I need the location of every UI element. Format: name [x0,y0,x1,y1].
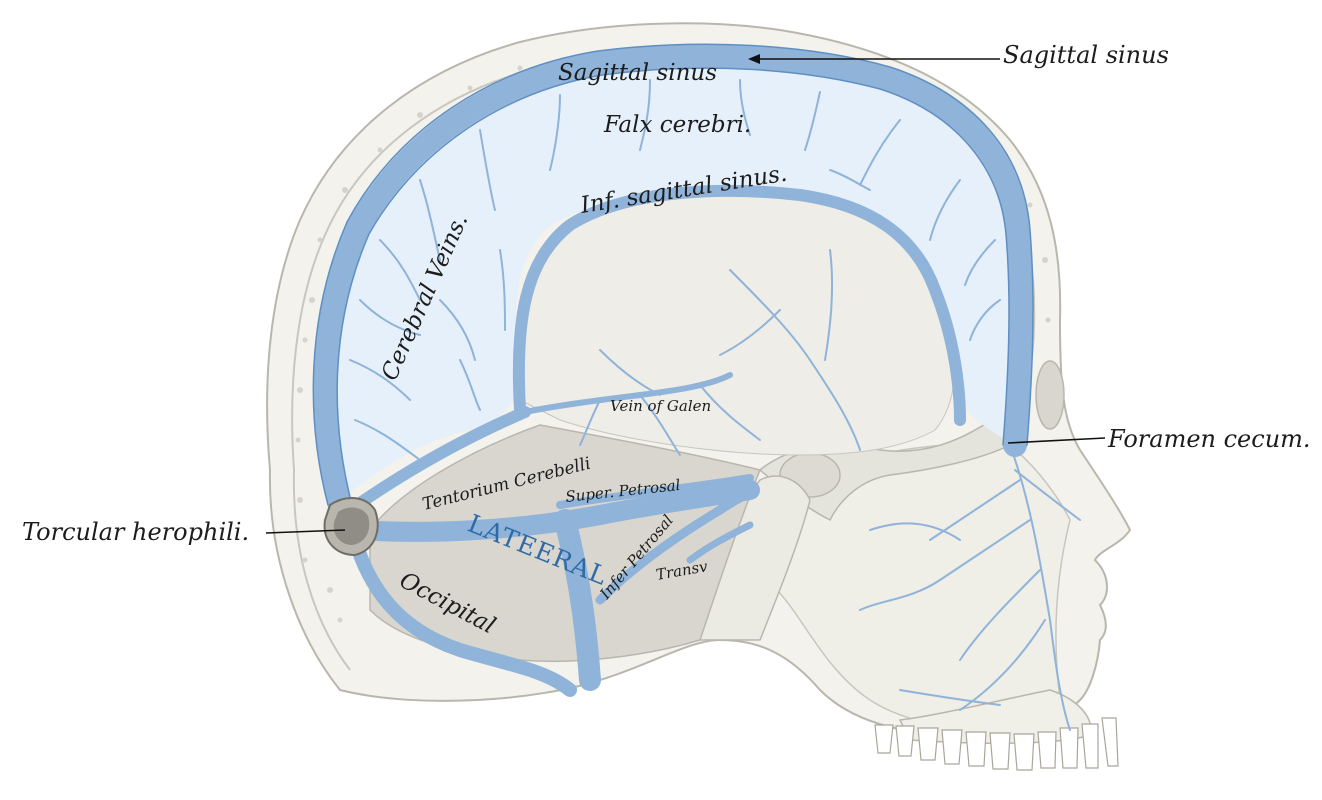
sagittal-sinus-arrowhead [748,54,760,64]
teeth [874,717,1119,771]
occipital-sinus [348,533,577,697]
lateral-sinus [350,480,760,542]
inferior-sagittal-sinus [512,184,966,426]
straight-sinus [344,406,531,516]
lateral-sinus-descending [554,509,601,691]
facial-veins [859,444,1081,731]
transverse-small-sinus [686,521,754,564]
label-sagittal-sinus-inner: Sagittal sinus [558,60,717,86]
falx-cerebri-region [326,60,1013,501]
sagittal-sinus-edge-outer [312,43,1034,506]
torcular-herophili-structure [323,497,379,557]
torcular-herophili-leader [265,529,346,534]
label-foramen-cecum: Foramen cecum. [1107,425,1311,453]
sagittal-sinus-edge-inner [336,67,1010,506]
inferior-petrosal-sinus [595,485,760,605]
cerebral-veins-branches [349,79,1001,461]
label-sagittal-sinus: Sagittal sinus [1003,41,1169,69]
label-falx-cerebri: Falx cerebri. [603,112,751,138]
superior-petrosal-sinus [556,474,754,509]
leader-lines [265,54,1106,534]
frontal-sinus [1035,360,1065,430]
sinuses [312,43,1034,697]
label-torcular-herophili: Torcular herophili. [22,518,249,546]
foramen-cecum-leader [1007,437,1106,444]
superior-sagittal-sinus [313,44,1033,517]
label-vein-of-galen: Vein of Galen [610,397,711,415]
brain-vessels [579,249,861,456]
